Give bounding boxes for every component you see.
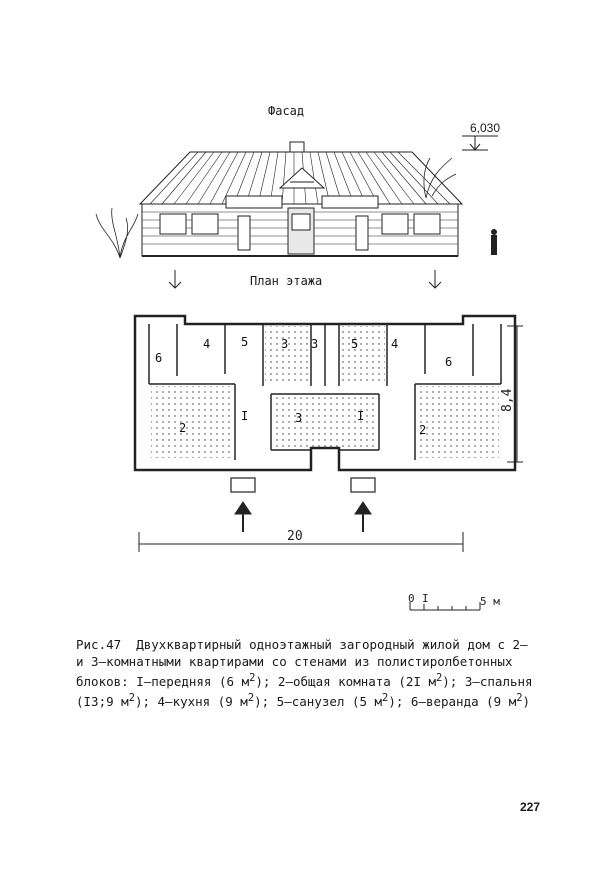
tree-right [423,157,457,199]
room-label: I [241,409,248,423]
figure-number: Рис.47 [76,637,122,652]
walls [141,195,459,257]
room-label: 4 [391,337,398,351]
caption-part: ); 3–спальня [442,674,533,690]
human-figure [491,229,497,255]
roof [138,141,464,205]
room-label: 3 [311,337,318,351]
room-label: 4 [203,337,210,351]
caption-part: ); 4–кухня (9 м [134,694,248,710]
room-label: 2 [419,423,426,437]
superscript: 2 [249,672,256,684]
room-2-right-fill [417,386,499,458]
room-3-left-fill [265,326,309,384]
caption-part: ); 6–веранда (9 м [388,694,517,710]
dimension-width-label: 20 [287,529,303,544]
entrance-bottom [230,477,376,493]
facade-drawing [95,135,498,259]
caption-line: Двухквартирный одноэтажный загородный жи… [136,637,528,652]
plan-title: План этажа [250,274,323,288]
scale-bar: 0 I 5 м [408,592,500,611]
entrance-arrow-bottom-right [354,501,372,532]
room-label: 6 [445,355,452,369]
superscript: 2 [516,692,523,705]
caption-part: ); 2–общая комната (2I м [255,674,436,690]
room-label: 2 [179,421,186,435]
caption-part: блоков: I–передняя (6 м [76,674,250,690]
room-label: 6 [155,351,162,365]
plan-walls [133,314,517,472]
room-3-right-fill [341,326,385,384]
caption-line: и 3–комнатными квартирами со стенами из … [76,654,513,669]
room-label: 3 [281,337,288,351]
scale-start: 0 [408,592,415,605]
facade-title: Фасад [268,104,305,118]
page-number: 227 [520,800,541,814]
room-label: 5 [351,337,358,351]
superscript: 2 [435,672,443,684]
caption-part: (I3;9 м [76,694,129,710]
dimension-depth [507,325,523,463]
superscript: 2 [382,692,389,705]
figure-caption: Рис.47 Двухквартирный одноэтажный загоро… [76,636,556,710]
tree-left [95,207,139,259]
caption-part: ); 5–санузел (5 м [254,694,383,710]
room-label: 3 [295,411,302,425]
room-3-center-fill [273,396,377,448]
dimension-width [138,532,464,552]
dimension-depth-label: 8,4 [500,388,515,412]
superscript: 2 [247,692,255,705]
entrance-arrow-top-left [168,270,182,289]
room-label: I [357,409,364,423]
elevation-marker [462,135,498,151]
caption-part: ) [522,694,531,710]
scale-one: I [422,592,429,605]
entrance-arrow-bottom-left [234,501,252,532]
entrance-arrow-top-right [428,270,442,289]
scale-end: 5 м [480,595,500,608]
superscript: 2 [128,692,135,705]
room-label: 5 [241,335,248,349]
floor-plan: 20 8,4 6 4 5 3 2 I 3 3 5 4 6 2 I [133,270,523,552]
elevation-label: 6,030 [470,121,501,135]
room-2-left-fill [151,386,233,458]
